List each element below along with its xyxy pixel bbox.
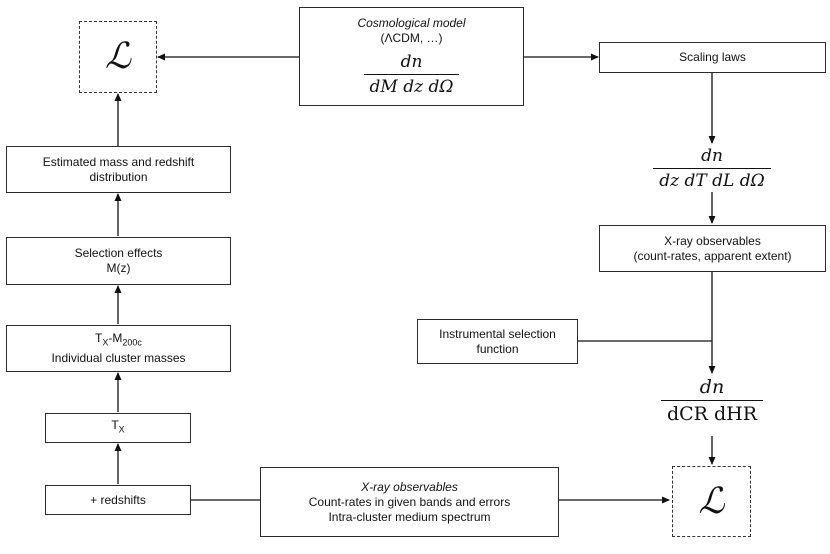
txm-line1: TX-M200c — [95, 331, 142, 350]
selection-effects-box: Selection effects M(z) — [6, 237, 231, 285]
est-line1: Estimated mass and redshift — [42, 154, 195, 169]
cosmo-frac-den: dM dz dΩ — [363, 74, 460, 97]
scaling-frac-num: dn — [701, 146, 723, 166]
count-rate-fraction: dn dCR dHR — [650, 376, 774, 425]
tx-m200c-box: TX-M200c Individual cluster masses — [6, 325, 231, 372]
xray-bottom-title: X-ray observables — [361, 479, 458, 494]
tx-label: TX — [111, 418, 124, 437]
cosmo-title: Cosmological model — [357, 16, 466, 30]
tx-x-sub: X — [118, 424, 125, 435]
txm-line2: Individual cluster masses — [51, 350, 186, 365]
estimated-distribution-box: Estimated mass and redshift distribution — [6, 146, 231, 193]
instr-line2: function — [476, 341, 519, 356]
scaling-label: Scaling laws — [679, 50, 746, 64]
scaling-frac-den: dz dT dL dΩ — [653, 168, 771, 191]
likelihood-box-top: ℒ — [79, 21, 157, 93]
scaling-fraction: dn dz dT dL dΩ — [652, 146, 772, 191]
txm-dash: -M — [108, 331, 123, 346]
instrumental-selection-box: Instrumental selection function — [417, 319, 578, 364]
redshifts-label: + redshifts — [90, 492, 146, 507]
redshifts-box: + redshifts — [45, 485, 191, 515]
txm-m-sub: 200c — [122, 337, 142, 348]
xray-bottom-line3: Intra-cluster medium spectrum — [328, 509, 491, 524]
txm-x-sub: X — [102, 337, 109, 348]
txm-t: T — [95, 331, 103, 346]
cosmo-subtitle: (ΛCDM, …) — [380, 31, 443, 45]
scaling-laws-box: Scaling laws — [599, 42, 826, 73]
tx-box: TX — [45, 413, 191, 443]
likelihood-symbol-bottom: ℒ — [698, 480, 725, 522]
tx-t: T — [111, 418, 119, 433]
sel-line2: M(z) — [106, 261, 131, 275]
likelihood-symbol: ℒ — [105, 36, 131, 77]
cr-frac-den: dCR dHR — [660, 400, 764, 425]
instr-line1: Instrumental selection — [439, 326, 556, 341]
xray-obs-line1: X-ray observables — [664, 233, 761, 248]
likelihood-box-bottom: ℒ — [672, 466, 751, 537]
xray-observables-box: X-ray observables (count-rates, apparent… — [599, 225, 826, 272]
cosmo-frac-num: dn — [400, 52, 423, 72]
xray-bottom-line2: Count-rates in given bands and errors — [308, 494, 511, 509]
est-line2: distribution — [89, 169, 148, 184]
cosmological-model-box: Cosmological model (ΛCDM, …) dn dM dz dΩ — [299, 7, 524, 106]
xray-observables-bottom-box: X-ray observables Count-rates in given b… — [260, 467, 559, 537]
sel-line1: Selection effects — [74, 246, 163, 260]
cr-frac-num: dn — [699, 376, 725, 398]
cosmo-fraction: dn dM dz dΩ — [363, 52, 460, 97]
xray-obs-line2: (count-rates, apparent extent) — [633, 248, 792, 263]
